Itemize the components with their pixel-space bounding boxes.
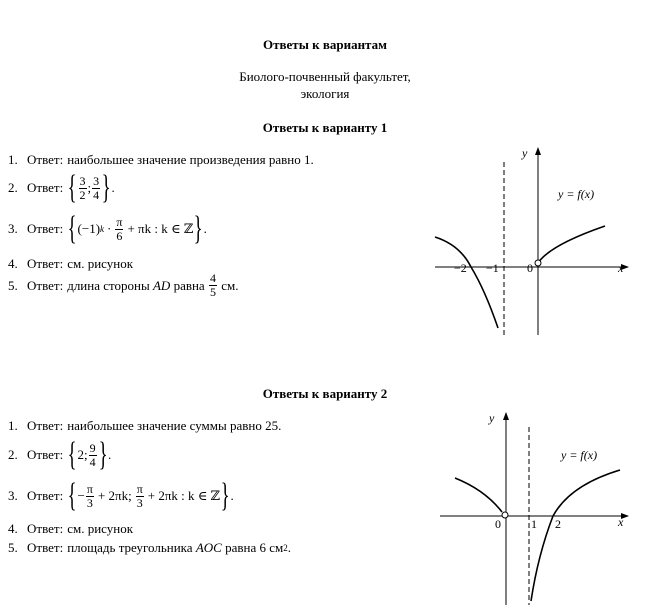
right-brace: }: [98, 436, 108, 473]
open-point: [501, 511, 509, 519]
function-curve-left: [454, 477, 503, 513]
item-number: 4.: [8, 521, 18, 536]
item-number: 1.: [8, 418, 18, 433]
item-number: 5.: [8, 277, 18, 293]
minus-sign: −: [77, 488, 85, 503]
triangle-name: AOC: [195, 540, 222, 555]
answer-word: Ответ:: [27, 221, 64, 236]
item-number: 3.: [8, 488, 18, 503]
function-label: y = f(x): [560, 448, 597, 462]
tick-label: 0: [495, 517, 501, 531]
function-label: y = f(x): [557, 187, 594, 201]
answer-word: Ответ:: [27, 521, 64, 536]
left-brace: {: [67, 436, 77, 473]
answer-text: наибольшее значение произведения равно 1…: [67, 152, 314, 167]
graph-variant-1: y = f(x) x y −2 −1 0: [434, 146, 629, 335]
right-brace: }: [193, 210, 203, 247]
right-brace: }: [101, 169, 111, 206]
x-axis-label: x: [617, 515, 624, 529]
answer-text: равна 6 см: [225, 540, 284, 555]
expression-part: + 2πk : k ∈ ℤ: [147, 488, 221, 503]
answer-text: см. рисунок: [67, 256, 134, 271]
v2-answer-4: 4. Ответ: см. рисунок: [8, 521, 133, 537]
faculty-line-1: Биолого-почвенный факультет,: [239, 69, 411, 84]
tick-label: −2: [454, 261, 467, 275]
period: .: [107, 447, 112, 462]
answer-word: Ответ:: [27, 256, 64, 271]
answer-word: Ответ:: [27, 180, 64, 195]
answer-word: Ответ:: [27, 418, 64, 433]
left-brace: {: [67, 169, 77, 206]
tick-label: −1: [486, 261, 499, 275]
segment-name: AD: [152, 277, 171, 293]
item-number: 5.: [8, 540, 18, 555]
answer-word: Ответ:: [27, 152, 64, 167]
separator: ;: [87, 180, 92, 195]
period: .: [287, 540, 291, 555]
expression-rest: + πk : k ∈ ℤ: [127, 221, 194, 236]
x-axis-label: x: [617, 261, 624, 275]
expression-part: + 2πk;: [97, 488, 132, 503]
left-brace: {: [67, 210, 77, 247]
period: .: [230, 488, 234, 503]
left-brace: {: [67, 477, 77, 514]
power-base: (−1): [77, 221, 101, 236]
answer-text: см. рисунок: [67, 521, 134, 536]
period: .: [111, 180, 115, 195]
period: .: [203, 221, 207, 236]
tick-label: 0: [527, 261, 533, 275]
answer-word: Ответ:: [27, 447, 64, 462]
function-curve-right: [530, 469, 621, 602]
item-number: 1.: [8, 152, 18, 167]
answer-word: Ответ:: [27, 488, 64, 503]
answer-text: площадь треугольника: [67, 540, 193, 555]
item-number: 4.: [8, 256, 18, 271]
y-axis-label: y: [488, 411, 495, 425]
answer-text: наибольшее значение суммы равно 25.: [67, 418, 282, 433]
function-curve-left: [434, 236, 499, 329]
v2-answer-1: 1. Ответ: наибольшее значение суммы равн…: [8, 418, 281, 434]
tick-label: 2: [555, 517, 561, 531]
item-number: 2.: [8, 180, 18, 195]
v2-answer-5: 5. Ответ: площадь треугольника AOC равна…: [8, 540, 291, 556]
answer-word: Ответ:: [27, 277, 64, 293]
answer-word: Ответ:: [27, 540, 64, 555]
unit-exponent: 2: [283, 543, 288, 553]
graph-variant-2: y = f(x) x y 0 1 2: [440, 411, 629, 605]
answer-text: равна: [173, 277, 205, 293]
item-number: 2.: [8, 447, 18, 462]
separator: ;: [84, 447, 88, 462]
unit: см.: [221, 277, 239, 293]
answer-text: длина стороны: [67, 277, 150, 293]
item-number: 3.: [8, 221, 18, 236]
v1-answer-4: 4. Ответ: см. рисунок: [8, 256, 133, 272]
faculty-line-2: экология: [300, 86, 350, 101]
function-curve-right: [537, 225, 606, 264]
v1-answer-1: 1. Ответ: наибольшее значение произведен…: [8, 152, 314, 168]
tick-label: 1: [531, 517, 537, 531]
dot: ·: [107, 221, 112, 236]
right-brace: }: [220, 477, 230, 514]
power-exponent: k: [100, 224, 105, 234]
open-point: [534, 259, 542, 267]
y-axis-label: y: [521, 146, 528, 160]
value: 2: [77, 447, 85, 462]
page-title: Ответы к вариантам: [263, 37, 387, 52]
variant1-title: Ответы к варианту 1: [262, 120, 388, 135]
variant2-title: Ответы к варианту 2: [262, 386, 388, 401]
